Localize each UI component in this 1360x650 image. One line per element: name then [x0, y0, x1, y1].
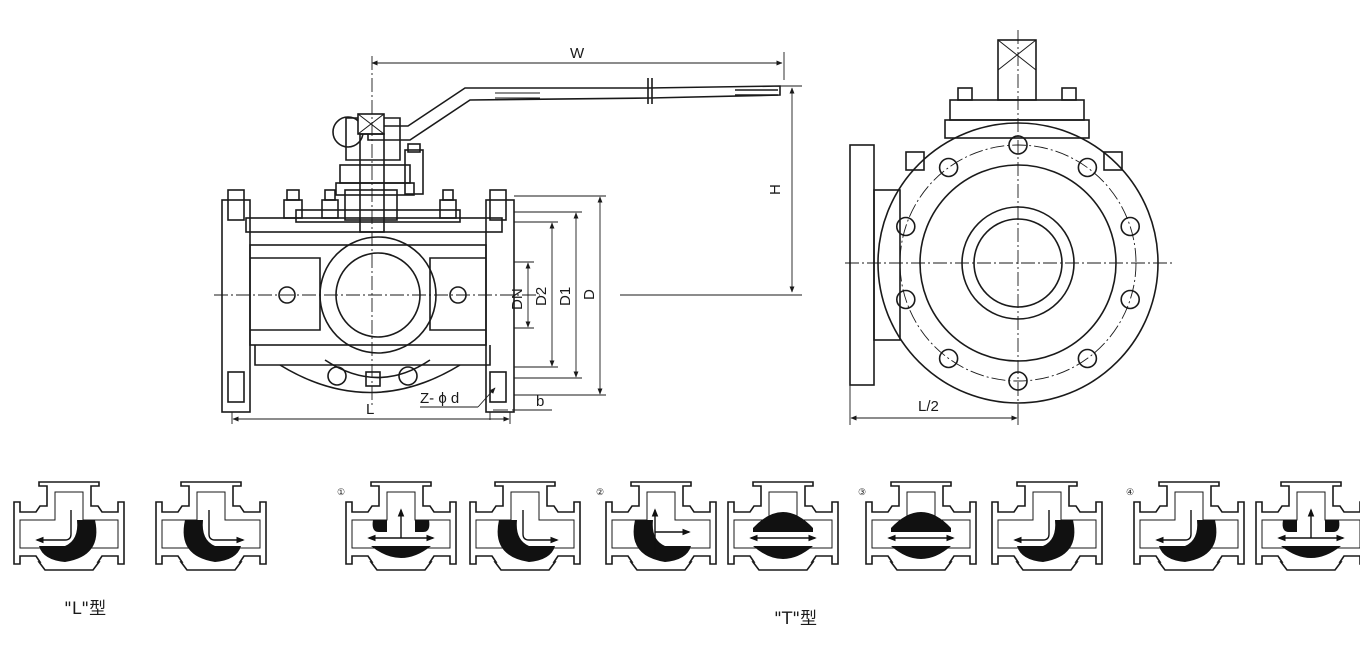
bolt-hole — [1077, 157, 1098, 178]
flow-schematic — [727, 481, 839, 571]
dim-h: H — [767, 184, 784, 195]
front-dimensions — [231, 52, 802, 424]
dim-d: D — [581, 289, 598, 300]
group-number-1: ① — [337, 487, 345, 497]
flow-schematic — [469, 481, 581, 571]
dim-d1: D1 — [557, 287, 574, 306]
bolt-hole — [1008, 135, 1028, 155]
front-view — [214, 52, 802, 424]
dim-d2: D2 — [533, 287, 550, 306]
bolt-hole — [1120, 289, 1140, 310]
flow-schematic — [345, 481, 457, 571]
flow-schematic — [1133, 481, 1245, 571]
flow-schematic — [605, 481, 717, 571]
bolt-hole — [1120, 216, 1140, 237]
caption-l-type: "L"型 — [64, 599, 106, 619]
group-number-2: ② — [596, 487, 604, 497]
dim-l-half: L/2 — [918, 398, 939, 415]
bolt-hole — [895, 289, 916, 310]
bolt-hole — [938, 157, 959, 178]
flow-schematic — [13, 481, 125, 571]
bolt-hole — [1077, 348, 1098, 369]
flange-bolt-holes — [895, 135, 1140, 391]
flow-schematic — [865, 481, 977, 571]
dim-l: L — [366, 401, 374, 418]
stem-head — [332, 113, 424, 233]
side-view — [845, 30, 1175, 425]
valve-body — [221, 189, 515, 413]
dim-w: W — [570, 45, 585, 62]
bolt-hole — [1008, 371, 1028, 391]
bonnet — [245, 189, 503, 233]
dim-z-phi-d: Z- ϕ d — [420, 390, 459, 407]
flow-schematic — [1255, 481, 1360, 571]
caption-t-type: "T"型 — [774, 609, 817, 629]
bolt-hole — [895, 216, 916, 237]
dim-b: b — [536, 393, 544, 410]
flow-schematic — [991, 481, 1103, 571]
group-number-3: ③ — [858, 487, 866, 497]
flow-schematics — [13, 481, 1360, 571]
handle-lever — [367, 78, 781, 141]
group-number-4: ④ — [1126, 487, 1134, 497]
bolt-hole — [938, 348, 959, 369]
flow-schematic — [155, 481, 267, 571]
dim-dn: DN — [509, 288, 526, 310]
